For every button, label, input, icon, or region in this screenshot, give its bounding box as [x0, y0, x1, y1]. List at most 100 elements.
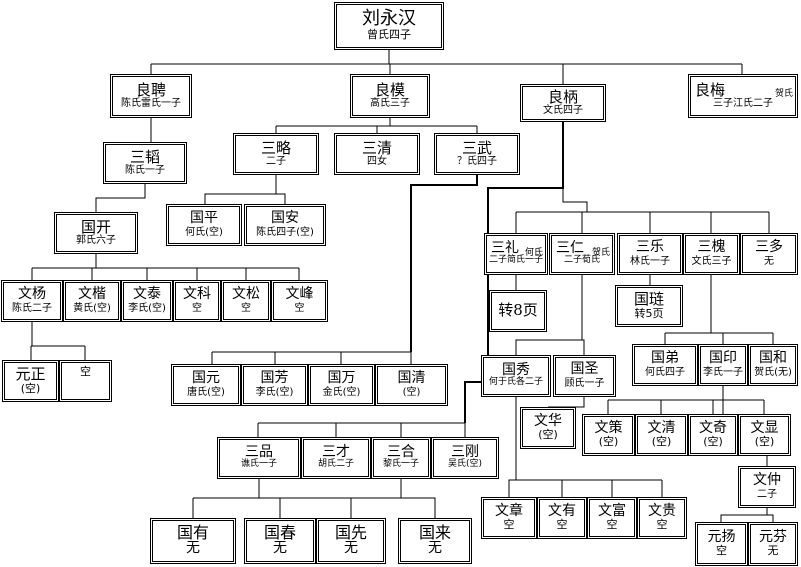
person-name: 文贵 — [648, 502, 676, 519]
person-note: 贺氏(无) — [754, 366, 792, 378]
person-node-yuanfen: 元芬无 — [748, 522, 798, 566]
person-note: 李氏(空) — [255, 386, 294, 398]
person-note: 陈氏一子 — [125, 165, 165, 177]
person-name: 国先 — [334, 522, 367, 542]
person-side-note: 贺氏 — [774, 88, 793, 99]
person-note: 曾氏四子 — [367, 28, 411, 42]
person-name: 转8页 — [498, 301, 538, 320]
person-note: 吴氏(空) — [447, 459, 483, 470]
person-node-wenyou: 文有空 — [537, 497, 587, 539]
person-name: 国万 — [327, 370, 356, 387]
person-note: 二子简氏一子 — [488, 255, 543, 266]
person-name: 文杨 — [18, 286, 46, 303]
person-name: 国有 — [176, 522, 209, 542]
person-note: (空) — [651, 435, 672, 449]
person-note: 无 — [767, 544, 779, 558]
person-name: 文策 — [594, 419, 623, 436]
person-node-wenke: 文科空 — [173, 280, 221, 322]
person-node-liangmei: 良梅贺氏三子江氏二子 — [688, 74, 798, 118]
person-note: (空) — [754, 435, 775, 449]
person-note: 黎氏一子 — [382, 459, 419, 470]
person-note: 空 — [556, 518, 568, 532]
person-name: 三礼 — [491, 239, 519, 256]
person-note: 唐氏(空) — [187, 386, 225, 398]
person-node-wence: 文策(空) — [582, 414, 635, 456]
person-name: 国和 — [759, 350, 787, 367]
person-node-guoping: 国平何氏(空) — [166, 204, 242, 246]
person-node-wensong: 文松空 — [221, 280, 271, 322]
person-note: 顾氏一子 — [564, 377, 605, 389]
person-name: 刘永汉 — [362, 8, 416, 30]
person-node-wenzhong: 文仲二子 — [738, 466, 796, 508]
person-node-guohe: 国和贺氏(无) — [748, 344, 798, 386]
person-note: 胡氏二子 — [317, 459, 354, 470]
person-note: 转5页 — [634, 306, 664, 320]
person-note: (空) — [538, 428, 558, 442]
person-node-sancai: 三才胡氏二子 — [301, 437, 371, 479]
person-node-liuyonghan: 刘永汉曾氏四子 — [334, 2, 444, 50]
person-note: ？氏四子 — [457, 156, 497, 168]
person-node-sanlue: 三略二子 — [233, 133, 319, 175]
person-node-wenfu: 文富空 — [587, 497, 637, 539]
person-node-wenkai: 文楷黄氏(空) — [63, 280, 121, 322]
person-node-sanhe: 三合黎氏一子 — [371, 437, 431, 479]
person-side-note: 何氏 — [524, 247, 543, 258]
person-note: 李氏(空) — [128, 302, 166, 314]
person-node-sanle: 三乐林氏一子 — [617, 233, 683, 275]
person-name: 良柄 — [547, 87, 578, 106]
person-note: 黄氏(空) — [73, 302, 111, 314]
connector-line — [548, 397, 585, 408]
connector-line — [95, 184, 146, 212]
person-name: 国芳 — [260, 370, 289, 387]
person-name: 国秀 — [502, 361, 530, 378]
person-node-liangmo: 良模高氏三子 — [350, 74, 430, 118]
person-node-wenqi: 文奇(空) — [688, 414, 738, 456]
person-name: 三多 — [755, 239, 783, 256]
person-name: 国清 — [397, 370, 426, 387]
person-name: 三仁 — [556, 239, 584, 256]
person-node-guodi: 国弟何氏四子 — [632, 344, 698, 386]
person-name: 国平 — [190, 210, 218, 227]
person-name: 国弟 — [651, 350, 679, 367]
person-name: 文清 — [647, 419, 676, 436]
person-note: 何于氏各二子 — [488, 377, 543, 388]
person-note: 金氏(空) — [322, 386, 361, 398]
person-name: 文华 — [534, 412, 562, 429]
person-note: 空 — [192, 302, 202, 314]
person-name: 文科 — [183, 286, 211, 303]
person-name: 三刚 — [451, 443, 479, 460]
person-note: 空 — [716, 544, 727, 558]
person-name: 文有 — [548, 502, 576, 519]
person-name: 国来 — [418, 522, 451, 542]
connector-line — [276, 193, 286, 204]
person-side-note: 贺氏 — [591, 247, 610, 258]
person-name: 国圣 — [570, 361, 599, 378]
person-name: 三才 — [322, 443, 350, 460]
connector-line — [562, 122, 588, 212]
person-node-wenfeng: 文峰空 — [271, 280, 328, 322]
connector-line — [508, 397, 517, 497]
person-node-guosheng: 国圣顾氏一子 — [553, 355, 616, 397]
person-note: 三子江氏二子 — [713, 98, 773, 110]
person-node-liangbing: 良柄文氏四子 — [520, 84, 606, 122]
person-note: 空 — [656, 518, 668, 532]
person-node-guokai: 国开郭氏六子 — [54, 212, 138, 254]
person-name: 文楷 — [78, 286, 106, 303]
person-node-sanren: 三仁贺氏二子荀氏 — [549, 233, 615, 275]
person-node-guowan: 国万金氏(空) — [308, 364, 375, 406]
person-node-guolai: 国来无 — [398, 518, 472, 564]
person-note: 二子 — [757, 488, 777, 500]
person-note: 文氏四子 — [543, 105, 583, 117]
person-node-sanwu: 三武？氏四子 — [434, 133, 520, 175]
person-name: 元芬 — [759, 528, 787, 545]
person-note: 无 — [428, 540, 442, 557]
connector-line — [582, 339, 585, 355]
person-node-guoqing: 国清(空) — [375, 364, 448, 406]
person-node-wenyang: 文杨陈氏二子 — [1, 280, 63, 322]
person-note: 陈氏四子(空) — [256, 226, 314, 238]
person-node-sanduo: 三多无 — [740, 233, 798, 275]
person-node-sangang: 三刚吴氏(空) — [431, 437, 499, 479]
person-note: 何氏四子 — [645, 366, 685, 378]
person-node-guoyuan: 国元唐氏(空) — [171, 364, 241, 406]
